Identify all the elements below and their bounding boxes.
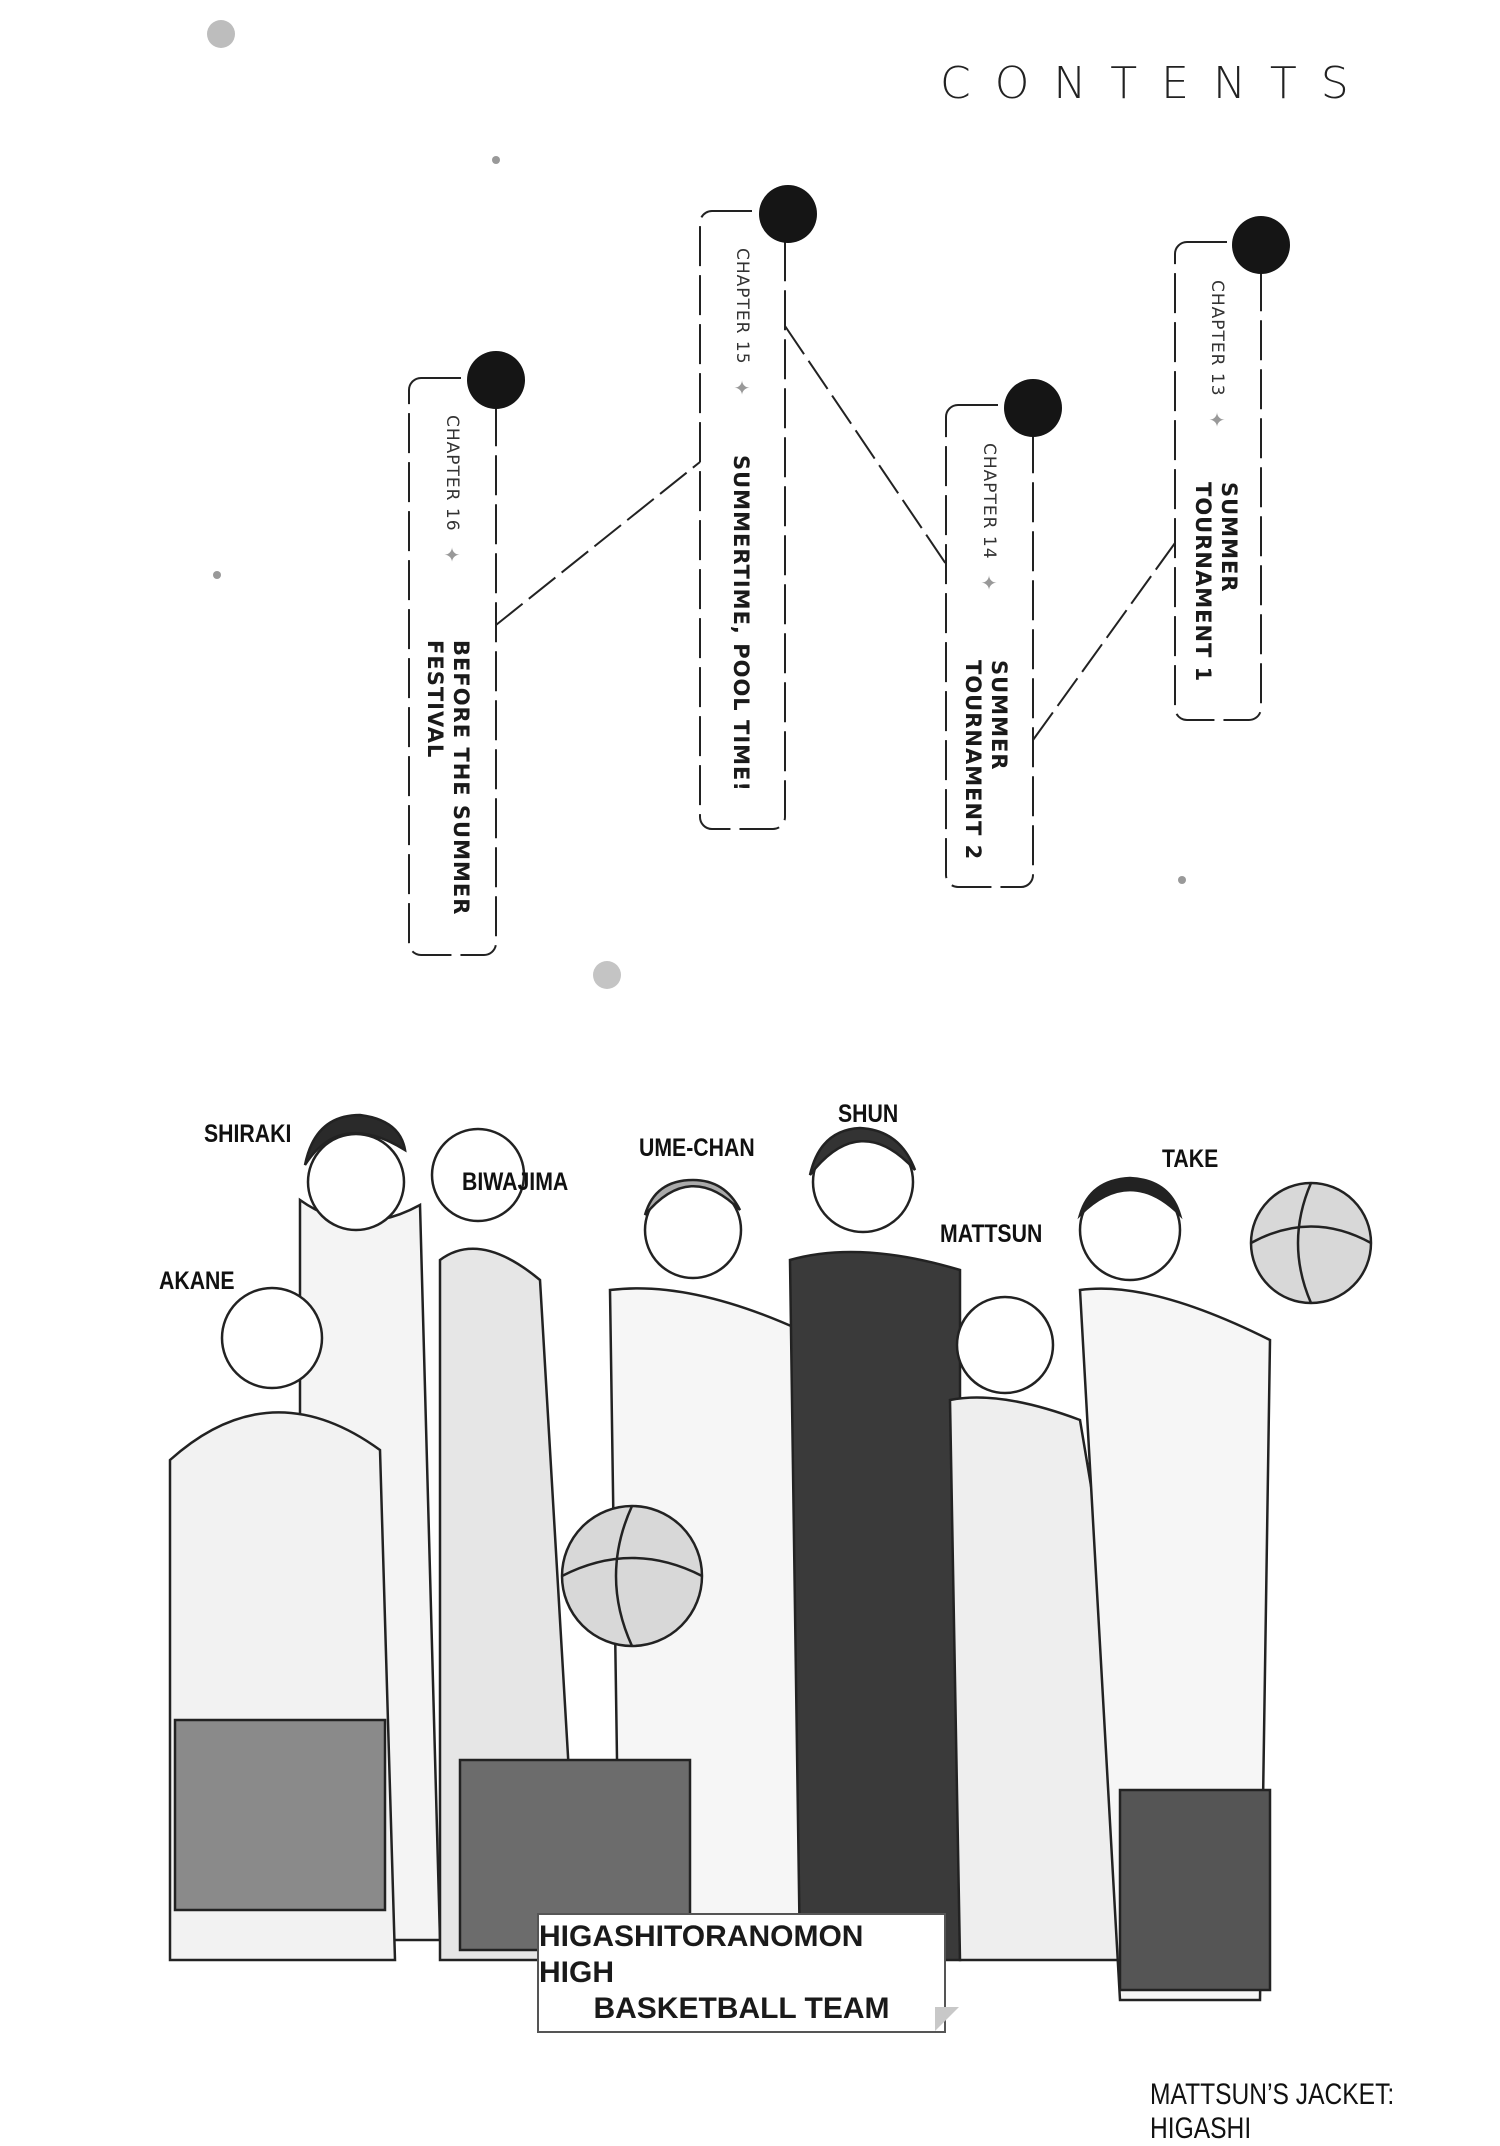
basketball-icon xyxy=(560,1504,704,1648)
chapter-14-title[interactable]: SUMMER TOURNAMENT 2 xyxy=(960,660,1012,860)
star-icon: ✦ xyxy=(977,570,1001,595)
star-icon: ✦ xyxy=(730,375,754,400)
team-illustration xyxy=(168,1113,1373,2002)
label-shiraki: SHIRAKI xyxy=(204,1120,292,1148)
chapter-16-title[interactable]: BEFORE THE SUMMER FESTIVAL xyxy=(422,640,474,915)
chapter-15-title[interactable]: SUMMERTIME, POOL TIME! xyxy=(728,455,754,792)
chapter-14-entry[interactable]: CHAPTER 14 ✦ xyxy=(977,443,1001,595)
label-take: TAKE xyxy=(1162,1145,1219,1173)
title-line: FESTIVAL xyxy=(423,640,447,759)
star-icon: ✦ xyxy=(440,542,464,567)
label-biwajima: BIWAJIMA xyxy=(462,1168,569,1196)
title-line: TOURNAMENT 2 xyxy=(961,660,985,861)
chapter-13-entry[interactable]: CHAPTER 13 ✦ xyxy=(1205,280,1229,432)
banner-line-1: HIGASHITORANOMON HIGH xyxy=(539,1920,864,1989)
label-mattsun: MATTSUN xyxy=(940,1220,1043,1248)
chapter-number: CHAPTER 15 xyxy=(732,248,752,365)
label-shun: SHUN xyxy=(838,1100,899,1128)
caption-note: MATTSUN’S JACKET: HIGASHI xyxy=(1150,2078,1395,2145)
chapter-boxes xyxy=(408,210,1262,956)
title-line: SUMMER xyxy=(987,660,1011,771)
chapter-marker-dots xyxy=(467,185,1290,437)
chapter-number: CHAPTER 16 xyxy=(442,415,462,532)
title-line: SUMMER xyxy=(1217,482,1241,593)
basketball-icon xyxy=(1249,1181,1373,1305)
chapter-number: CHAPTER 14 xyxy=(979,443,999,560)
page-title: CONTENTS xyxy=(940,58,1373,109)
chapter-16-entry[interactable]: CHAPTER 16 ✦ xyxy=(440,415,464,567)
label-ume-chan: UME-CHAN xyxy=(639,1134,755,1162)
chapter-13-title[interactable]: SUMMER TOURNAMENT 1 xyxy=(1190,482,1242,682)
team-banner: HIGASHITORANOMON HIGH BASKETBALL TEAM xyxy=(537,1913,946,2033)
title-line: BEFORE THE SUMMER xyxy=(449,640,473,916)
chapter-15-entry[interactable]: CHAPTER 15 ✦ xyxy=(730,248,754,400)
banner-line-2: BASKETBALL TEAM xyxy=(593,1992,890,2025)
title-line: SUMMERTIME, POOL TIME! xyxy=(729,455,753,792)
decorative-dots xyxy=(207,20,1186,989)
chapter-number: CHAPTER 13 xyxy=(1207,280,1227,397)
label-akane: AKANE xyxy=(159,1267,235,1295)
title-line: TOURNAMENT 1 xyxy=(1191,482,1215,683)
star-icon: ✦ xyxy=(1205,407,1229,432)
connector-lines xyxy=(495,325,1176,741)
